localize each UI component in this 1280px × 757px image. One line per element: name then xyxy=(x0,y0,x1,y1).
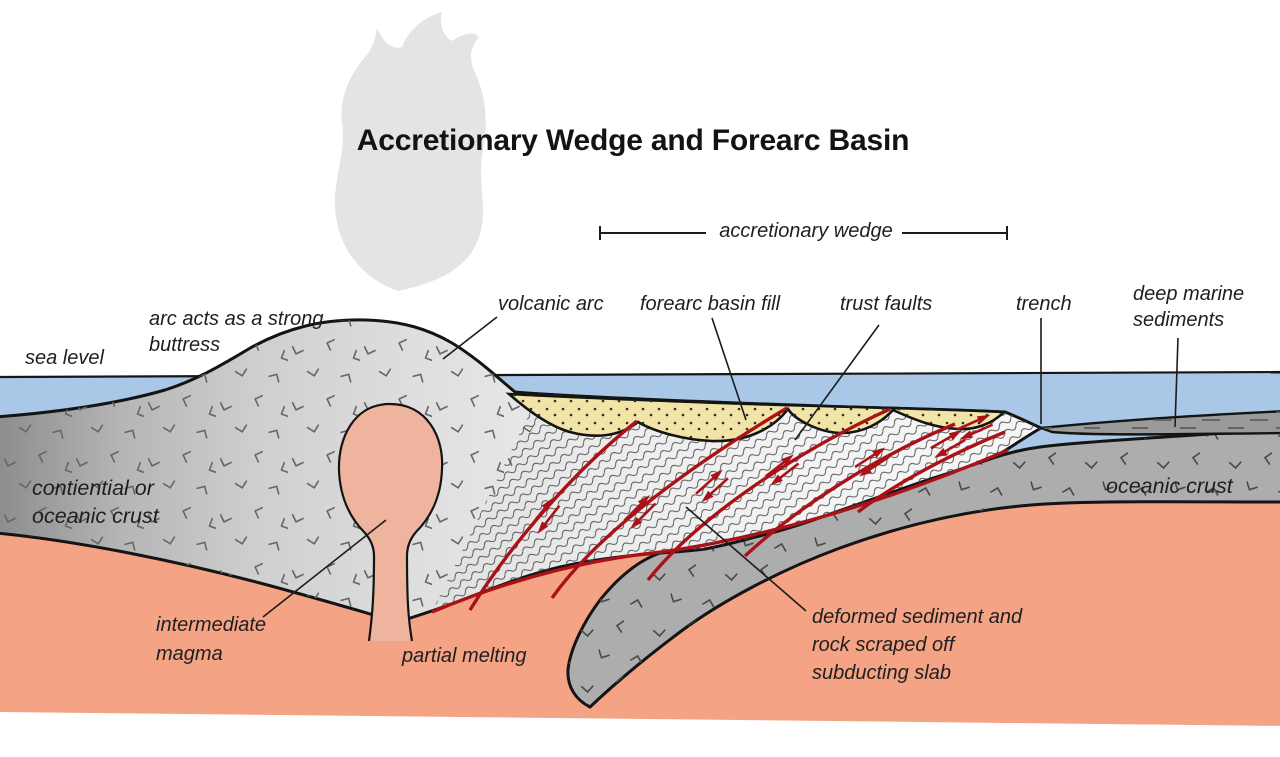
thrust-fault-line xyxy=(646,407,891,582)
magma-chamber-outline xyxy=(337,402,444,642)
decollement-line xyxy=(431,448,1009,614)
volcano-smoke-plume xyxy=(334,12,486,291)
thrust-faults xyxy=(431,406,1009,614)
label-trench: trench xyxy=(1016,293,1072,315)
thrust-fault-line xyxy=(550,406,788,599)
label-partial-melting: partial melting xyxy=(402,645,527,667)
leader-deep-marine xyxy=(1174,337,1179,428)
label-trust-faults: trust faults xyxy=(840,293,933,315)
label-intermediate-magma: intermediate magma xyxy=(156,614,267,666)
label-continental-crust: contiential or oceanic crust xyxy=(32,476,159,529)
leader-lines xyxy=(262,316,1179,618)
label-deep-marine-sediments: deep marine sediments xyxy=(1133,283,1245,332)
leader-trust-faults xyxy=(794,324,880,441)
leader-forearc-basin xyxy=(711,317,747,421)
leader-intermediate-magma xyxy=(262,519,387,618)
label-oceanic-crust: oceanic crust xyxy=(1106,474,1233,498)
label-sea-level: sea level xyxy=(25,347,104,369)
diagram-title: Accretionary Wedge and Forearc Basin xyxy=(356,124,910,157)
bracket-label: accretionary wedge xyxy=(719,220,893,242)
label-deformed-sediment: deformed sediment and rock scraped off s… xyxy=(812,606,1023,684)
accretionary-wedge-bracket xyxy=(599,226,1008,240)
thrust-fault-line xyxy=(743,422,956,558)
label-forearc-basin-fill: forearc basin fill xyxy=(640,293,781,315)
magma-chamber xyxy=(338,404,443,641)
leader-deformed-sediment xyxy=(685,506,807,612)
leader-volcanic-arc xyxy=(442,316,498,360)
label-volcanic-arc: volcanic arc xyxy=(498,293,604,315)
label-arc-buttress: arc acts as a strong buttress xyxy=(149,308,324,357)
